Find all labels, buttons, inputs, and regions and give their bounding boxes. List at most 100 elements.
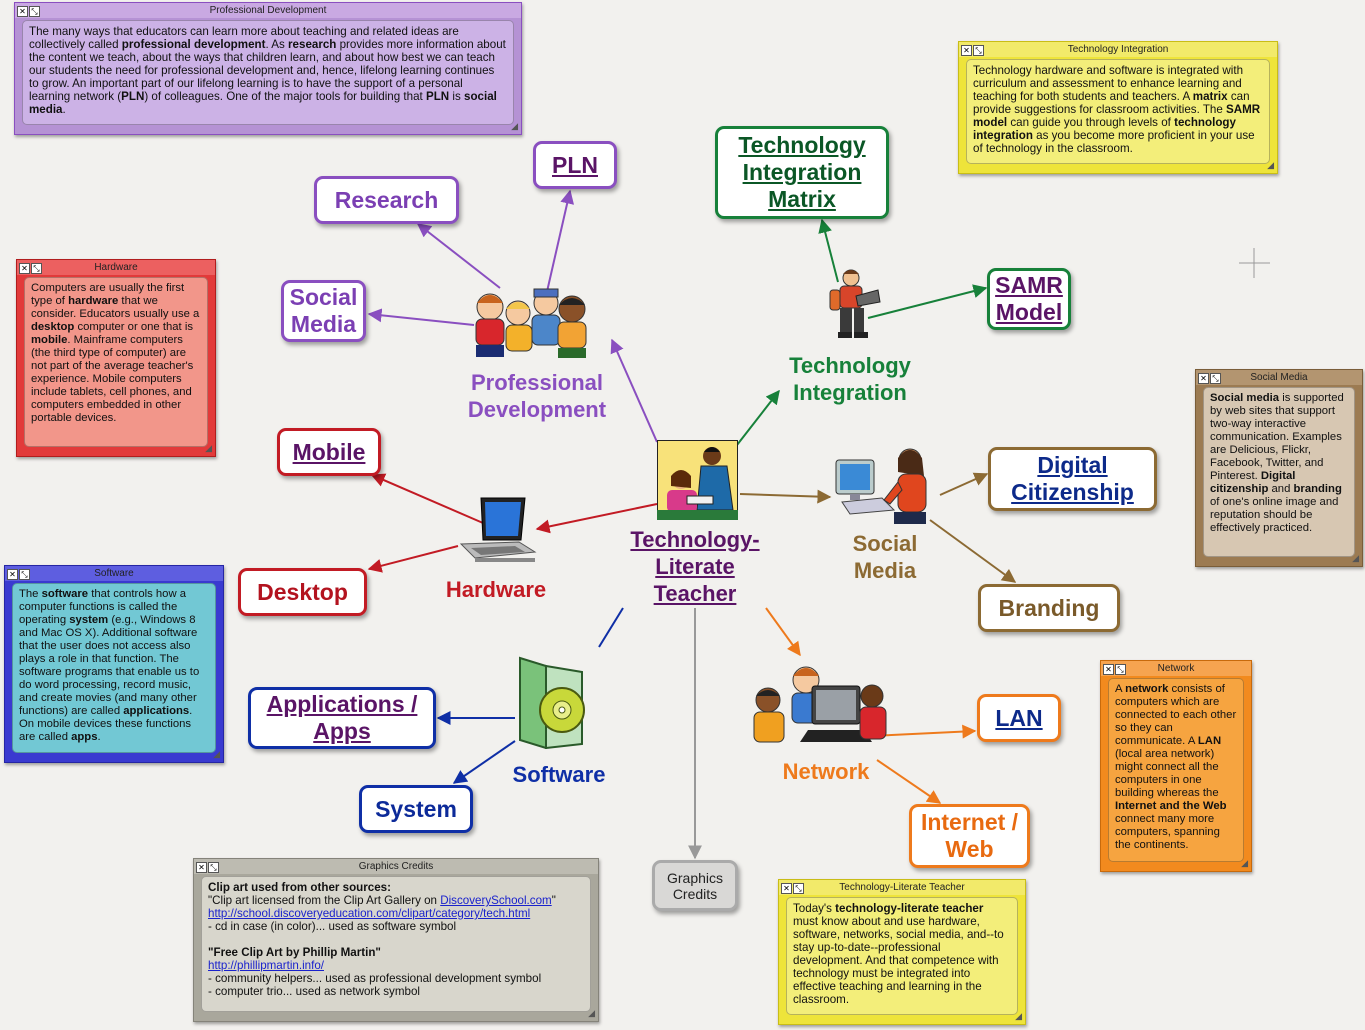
text-run: is	[449, 90, 464, 103]
note-graphics-credits[interactable]: ✕ ⤡ Graphics Credits Clip art used from …	[193, 858, 599, 1022]
node-digital-citizenship[interactable]: Digital Citizenship	[988, 447, 1157, 511]
resize-grip-icon[interactable]: ◢	[1015, 1011, 1022, 1021]
node-lan[interactable]: LAN	[977, 694, 1061, 742]
node-desktop[interactable]: Desktop	[238, 568, 367, 616]
resize-grip-icon[interactable]: ◢	[588, 1008, 595, 1018]
close-icon[interactable]: ✕	[961, 45, 972, 56]
credits-line: http://school.discoveryeducation.com/cli…	[208, 907, 584, 920]
close-icon[interactable]: ✕	[17, 6, 28, 17]
link[interactable]: http://school.discoveryeducation.com/cli…	[208, 907, 531, 920]
note-title: Professional Development	[209, 5, 327, 16]
note-technology-literate-teacher[interactable]: ✕ ⤡ Technology-Literate Teacher Today's …	[778, 879, 1026, 1025]
expand-icon[interactable]: ⤡	[1210, 373, 1221, 384]
node-social-media-pd[interactable]: Social Media	[281, 280, 366, 342]
close-icon[interactable]: ✕	[196, 862, 207, 873]
note-title-bar[interactable]: ✕ ⤡ Graphics Credits	[194, 859, 598, 874]
credits-line: http://phillipmartin.info/	[208, 959, 584, 972]
note-title: Technology Integration	[1067, 44, 1169, 55]
expand-icon[interactable]: ⤡	[1115, 664, 1126, 675]
label-technology-integration[interactable]: Technology Integration	[789, 353, 911, 405]
link-center-profdev	[610, 338, 658, 443]
node-graphics-credits[interactable]: Graphics Credits	[652, 860, 738, 911]
note-hardware[interactable]: ✕ ⤡ Hardware Computers are usually the f…	[16, 259, 216, 457]
text-run: (local area network) might connect all t…	[1115, 748, 1219, 799]
bold-text: Social media	[1210, 392, 1280, 404]
credits-line: - cd in case (in color)... used as softw…	[208, 920, 584, 933]
note-title-bar[interactable]: ✕ ⤡ Technology Integration	[959, 42, 1277, 57]
student-laptop-icon[interactable]	[826, 266, 882, 346]
node-pln[interactable]: PLN	[533, 141, 617, 189]
teacher-student-icon[interactable]	[657, 440, 738, 520]
link-center-hardware	[535, 503, 658, 534]
note-title-bar[interactable]: ✕ ⤡ Software	[5, 566, 223, 581]
expand-icon[interactable]: ⤡	[793, 883, 804, 894]
resize-grip-icon[interactable]: ◢	[1241, 858, 1248, 868]
resize-grip-icon[interactable]: ◢	[511, 121, 518, 131]
cursor-crosshair	[1239, 248, 1270, 278]
expand-icon[interactable]: ⤡	[29, 6, 40, 17]
label-software[interactable]: Software	[512, 762, 606, 787]
node-technology-integration-matrix[interactable]: Technology Integration Matrix	[715, 126, 889, 219]
note-title-bar[interactable]: ✕ ⤡ Professional Development	[15, 3, 521, 18]
link[interactable]: http://phillipmartin.info/	[208, 959, 324, 972]
text-run: "Clip art licensed from the Clip Art Gal…	[208, 894, 441, 907]
expand-icon[interactable]: ⤡	[208, 862, 219, 873]
resize-grip-icon[interactable]: ◢	[213, 749, 220, 759]
text-run: .	[62, 103, 66, 116]
note-network[interactable]: ✕ ⤡ Network A network consists of comput…	[1100, 660, 1252, 872]
bold-text: Digital citizenship	[1210, 470, 1296, 495]
link-techint-matrix	[818, 218, 839, 283]
note-text: The software that controls how a compute…	[12, 583, 216, 753]
note-social-media[interactable]: ✕ ⤡ Social Media Social media is support…	[1195, 369, 1363, 567]
expand-icon[interactable]: ⤡	[973, 45, 984, 56]
expand-icon[interactable]: ⤡	[31, 263, 42, 274]
text-run: can provide suggestions for classroom ac…	[973, 90, 1250, 116]
label-hardware[interactable]: Hardware	[445, 577, 547, 602]
text-run: must know about and use hardware, softwa…	[793, 915, 1004, 1006]
resize-grip-icon[interactable]: ◢	[1267, 160, 1274, 170]
woman-at-computer-icon[interactable]	[832, 442, 942, 527]
node-samr-model[interactable]: SAMR Model	[987, 268, 1071, 330]
note-technology-integration[interactable]: ✕ ⤡ Technology Integration Technology ha…	[958, 41, 1278, 174]
note-software[interactable]: ✕ ⤡ Software The software that controls …	[4, 565, 224, 763]
label-professional-development[interactable]: Professional Development	[467, 370, 607, 422]
bold-text: network	[1125, 683, 1169, 695]
note-title-bar[interactable]: ✕ ⤡ Network	[1101, 661, 1251, 676]
label-social-media[interactable]: Social Media	[852, 531, 918, 583]
node-system[interactable]: System	[359, 785, 473, 833]
laptop-icon[interactable]	[455, 494, 540, 566]
note-title: Hardware	[94, 262, 138, 273]
expand-icon[interactable]: ⤡	[19, 569, 30, 580]
community-helpers-icon[interactable]	[468, 285, 608, 360]
resize-grip-icon[interactable]: ◢	[205, 443, 212, 453]
close-icon[interactable]: ✕	[781, 883, 792, 894]
label-network[interactable]: Network	[782, 759, 870, 784]
node-branding[interactable]: Branding	[978, 584, 1120, 632]
credits-line: - computer trio... used as network symbo…	[208, 985, 584, 998]
text-run: provides more information about the cont…	[29, 38, 506, 103]
note-title-bar[interactable]: ✕ ⤡ Social Media	[1196, 370, 1362, 385]
close-icon[interactable]: ✕	[1103, 664, 1114, 675]
note-title-bar[interactable]: ✕ ⤡ Hardware	[17, 260, 215, 275]
note-title-bar[interactable]: ✕ ⤡ Technology-Literate Teacher	[779, 880, 1025, 895]
close-icon[interactable]: ✕	[7, 569, 18, 580]
label-technology-literate-teacher[interactable]: Technology-Literate Teacher	[630, 527, 760, 606]
node-research[interactable]: Research	[314, 176, 459, 224]
close-icon[interactable]: ✕	[19, 263, 30, 274]
credits-line: - community helpers... used as professio…	[208, 972, 584, 985]
bold-text: software	[41, 588, 89, 600]
note-title: Network	[1157, 663, 1195, 674]
computer-trio-icon[interactable]	[748, 660, 888, 755]
bold-text: applications	[123, 705, 190, 717]
node-mobile[interactable]: Mobile	[277, 428, 381, 476]
cd-case-icon[interactable]	[516, 654, 586, 749]
close-icon[interactable]: ✕	[1198, 373, 1209, 384]
text-run: ) of colleagues. One of the major tools …	[144, 90, 426, 103]
link[interactable]: DiscoverySchool.com	[440, 894, 552, 907]
node-applications-apps[interactable]: Applications / Apps	[248, 687, 436, 749]
note-text: Technology hardware and software is inte…	[966, 59, 1270, 164]
note-professional-development[interactable]: ✕ ⤡ Professional Development The many wa…	[14, 2, 522, 135]
node-internet-web[interactable]: Internet / Web	[909, 804, 1030, 868]
resize-grip-icon[interactable]: ◢	[1352, 553, 1359, 563]
